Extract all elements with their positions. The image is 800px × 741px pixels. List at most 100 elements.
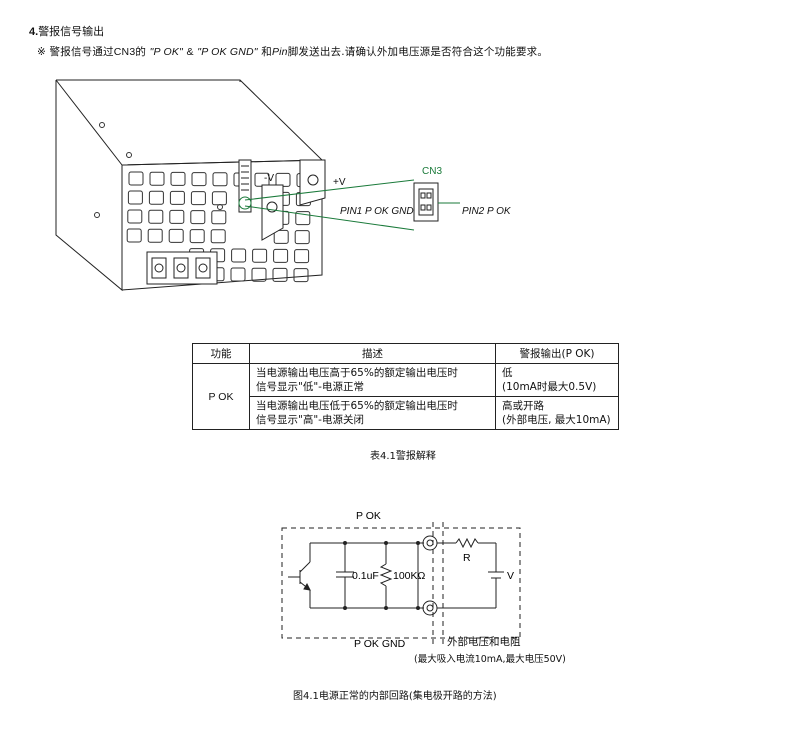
alarm-table: 功能 描述 警报输出(P OK) P OK 当电源输出电压高于65%的额定输出电… [192,343,619,430]
description-line: 当电源输出电压高于65%的额定输出电压时 [256,367,458,379]
section-heading: 4.警报信号输出 [29,23,104,39]
vent-slot [169,190,185,205]
pin1-label: PIN1 P OK GND [340,206,414,217]
vent-slot [273,248,289,263]
reference-mark: ※ [37,46,46,58]
note-and: 和 [261,46,272,58]
capacitor-icon [336,543,354,608]
vent-slot [210,229,226,244]
vent-slot [251,267,267,282]
vent-slot [212,172,228,187]
chassis-left-side [55,79,123,292]
capacitor-label: 0.1uF [352,570,379,582]
vent-slot [272,267,288,282]
external-resistor-label: R [463,552,471,564]
power-supply-illustration: CN3 -V +V PIN1 P OK GND PIN2 P OK [55,79,512,292]
resistor-icon [379,543,393,608]
vent-slot [168,228,184,243]
vent-slot [169,209,185,224]
vent-slot [190,210,206,225]
figure-caption: 图4.1电源正常的内部回路(集电极开路的方法) [293,691,497,702]
minus-v-label: -V [264,173,274,184]
header-output: 警报输出(P OK) [495,343,619,364]
note-mid: 的 [135,46,147,58]
leader-lines [244,179,460,231]
internal-boundary [281,527,521,639]
plus-v-label: +V [333,177,346,188]
voltage-label: V [507,570,514,582]
vent-slot [231,248,247,263]
vent-slot [275,172,291,187]
external-limits-label: (最大吸入电流10mA,最大电压50V) [414,654,566,665]
vent-slot [189,229,205,244]
note-amp: & [186,46,194,58]
pin2-label: PIN2 P OK [462,206,512,217]
chassis-front [121,159,323,291]
header-description: 描述 [249,343,496,364]
terminal-pokgnd-icon [422,600,438,616]
table-row: P OK 当电源输出电压高于65%的额定输出电压时 信号显示"低"-电源正常 低… [192,363,619,430]
note-line: ※ 警报信号通过CN3的 "P OK" & "P OK GND" 和Pin脚发送… [37,44,548,59]
circuit-diagram: P OK P OK GND 0.1uF 100KΩ R V [281,510,521,650]
transistor-icon [288,561,311,591]
description-line: 信号显示"低"-电源正常 [256,381,364,393]
output-line: (10mA时最大0.5V) [502,381,597,393]
section-number: 4. [29,26,39,38]
screw-icon [94,212,100,218]
vent-slot [126,228,142,243]
vent-slot [148,209,164,224]
connector-strip [238,159,252,213]
vent-slot [149,171,165,186]
vent-slot [294,249,310,264]
vent-slot [147,228,163,243]
cn3-label: CN3 [422,166,442,177]
note-connector: CN3 [113,46,136,58]
vent-slot [127,209,143,224]
table-caption: 表4.1警报解释 [370,451,436,462]
vent-slot [211,191,227,206]
output-cell: 低 (10mA时最大0.5V) [495,363,619,397]
description-line: 当电源输出电压低于65%的额定输出电压时 [256,400,458,412]
chassis-top [56,79,324,166]
description-cell: 当电源输出电压高于65%的额定输出电压时 信号显示"低"-电源正常 [249,363,496,397]
vent-slot [252,248,268,263]
callout-circle [238,196,252,210]
resistor-label: 100KΩ [393,570,426,582]
output-line: 低 [502,367,513,379]
function-cell: P OK [192,363,250,430]
output-terminal-minus [261,184,284,241]
output-line: 高或开路 [502,400,544,412]
pok-label: P OK [356,510,381,522]
external-label: 外部电压和电阻 [447,636,521,648]
output-line: (外部电压, 最大10mA) [502,414,611,426]
vent-slot [170,171,186,186]
terminal-pok-icon [422,535,438,551]
vent-slot [295,211,311,226]
screw-icon [99,122,105,128]
table-row: 当电源输出电压低于65%的额定输出电压时 信号显示"高"-电源关闭 高或开路 (… [193,396,619,430]
screw-icon [126,152,132,158]
vent-slot [230,267,246,282]
output-terminal-plus [299,159,326,206]
header-function: 功能 [192,343,250,364]
note-suffix: 脚发送出去.请确认外加电压源是否符合这个功能要求。 [287,46,549,58]
note-pin: Pin [271,46,288,58]
vent-slot [128,171,144,186]
output-cell: 高或开路 (外部电压, 最大10mA) [495,396,619,430]
pokgnd-label: P OK GND [354,638,406,650]
note-signal-pok: "P OK" [149,46,183,58]
note-prefix: 警报信号通过 [49,46,114,58]
vent-slot [211,210,227,225]
vent-slot [127,190,143,205]
resistor-icon [455,537,479,549]
note-signal-pokgnd: "P OK GND" [197,46,258,58]
vent-slot [273,229,289,244]
vent-slot [293,268,309,283]
vent-slot [190,191,206,206]
description-cell: 当电源输出电压低于65%的额定输出电压时 信号显示"高"-电源关闭 [249,396,496,430]
terminal-block [146,251,218,285]
battery-icon [488,571,504,579]
description-line: 信号显示"高"-电源关闭 [256,414,364,426]
vent-slot [294,230,310,245]
vent-slot [148,190,164,205]
